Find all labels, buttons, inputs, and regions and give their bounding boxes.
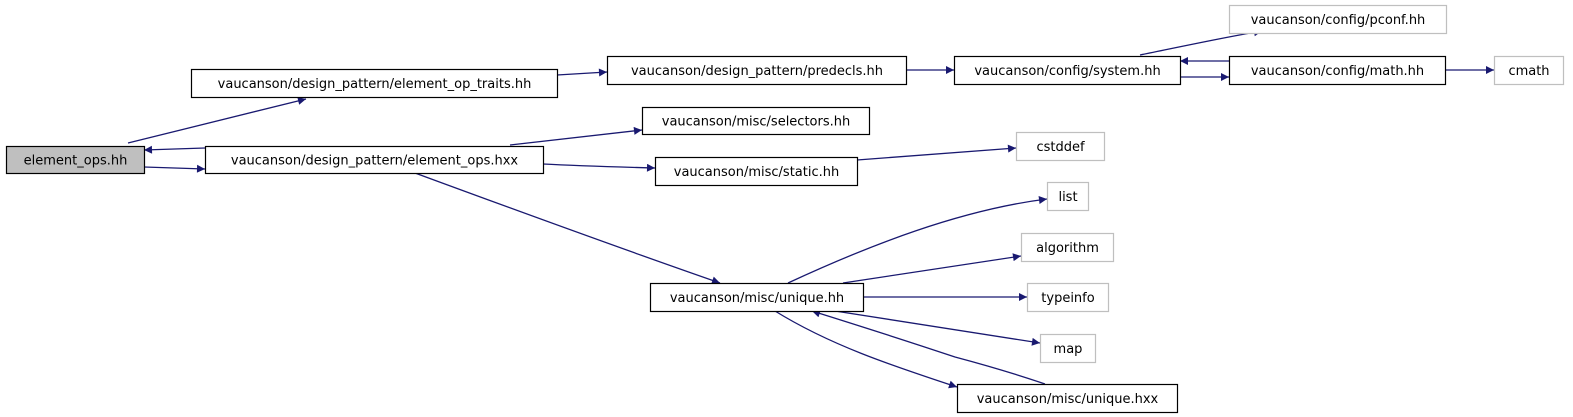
node-box: [956, 383, 1179, 414]
node-label: cstddef: [1036, 140, 1085, 155]
edge-line: [143, 145, 206, 154]
header-node[interactable]: vaucanson/misc/static.hh: [654, 156, 859, 187]
edge-line: [774, 310, 958, 389]
node-label: vaucanson/config/system.hh: [974, 64, 1160, 79]
edge-n11-n13: [842, 253, 1022, 284]
edge-n11-n15: [834, 310, 1041, 346]
node-box: [1026, 282, 1110, 313]
header-node[interactable]: vaucanson/misc/unique.hh: [649, 282, 865, 313]
node-box: [1039, 333, 1097, 364]
node-box: [649, 282, 865, 313]
node-box: [1046, 181, 1090, 212]
header-node[interactable]: vaucanson/design_pattern/predecls.hh: [606, 55, 908, 86]
header-node[interactable]: vaucanson/misc/unique.hxx: [956, 383, 1179, 414]
edge-n4-n5: [1139, 28, 1263, 56]
external-header-node: cstddef: [1015, 131, 1106, 162]
node-box: [190, 68, 559, 99]
edge-line: [811, 309, 1046, 385]
external-header-node: algorithm: [1020, 232, 1115, 263]
edge-n11-n12: [787, 196, 1048, 284]
node-box: [204, 145, 545, 175]
edge-n9-n10: [856, 144, 1017, 161]
node-box: [1493, 55, 1565, 86]
node-box: [606, 55, 908, 86]
node-box: [1015, 131, 1106, 162]
node-label: map: [1054, 342, 1083, 357]
edge-line: [834, 310, 1041, 346]
edge-n11-n16: [774, 310, 958, 389]
node-box: [1228, 55, 1447, 86]
root-node: element_ops.hh: [5, 145, 146, 175]
edge-line: [143, 164, 206, 173]
external-header-node: vaucanson/config/pconf.hh: [1228, 4, 1448, 35]
edge-n0-n2: [143, 164, 206, 173]
node-label: vaucanson/design_pattern/element_ops.hxx: [231, 154, 519, 169]
node-label: algorithm: [1036, 241, 1099, 256]
node-label: vaucanson/misc/unique.hxx: [977, 392, 1159, 407]
external-header-node: cmath: [1493, 55, 1565, 86]
node-label: vaucanson/config/math.hh: [1251, 64, 1424, 79]
header-node[interactable]: vaucanson/config/system.hh: [953, 55, 1182, 86]
edge-n2-n8: [509, 126, 643, 146]
node-label: vaucanson/misc/selectors.hh: [662, 115, 850, 130]
header-node[interactable]: vaucanson/design_pattern/element_ops.hxx: [204, 145, 545, 175]
node-label: vaucanson/design_pattern/predecls.hh: [631, 64, 883, 79]
node-label: vaucanson/misc/unique.hh: [670, 291, 844, 306]
node-box: [5, 145, 146, 175]
header-node[interactable]: vaucanson/config/math.hh: [1228, 55, 1447, 86]
edge-line: [856, 144, 1017, 161]
edge-line: [127, 97, 307, 144]
external-header-node: list: [1046, 181, 1090, 212]
edge-line: [787, 196, 1048, 284]
header-node[interactable]: vaucanson/design_pattern/element_op_trai…: [190, 68, 559, 99]
edge-line: [556, 68, 608, 77]
edge-n16-n11: [811, 309, 1046, 385]
edge-line: [1139, 28, 1263, 56]
header-node[interactable]: vaucanson/misc/selectors.hh: [641, 106, 871, 136]
edge-n2-n9: [542, 163, 656, 172]
node-box: [953, 55, 1182, 86]
node-label: element_ops.hh: [24, 154, 128, 169]
node-label: vaucanson/misc/static.hh: [674, 165, 839, 180]
edge-line: [542, 163, 656, 172]
node-label: list: [1058, 190, 1077, 205]
edge-n2-n0: [143, 145, 206, 154]
edge-line: [842, 253, 1022, 284]
node-box: [1020, 232, 1115, 263]
edge-n2-n11: [414, 172, 721, 285]
external-header-node: typeinfo: [1026, 282, 1110, 313]
edge-n0-n1: [127, 97, 307, 144]
edge-line: [414, 172, 721, 285]
node-box: [1228, 4, 1448, 35]
node-label: vaucanson/design_pattern/element_op_trai…: [218, 77, 532, 92]
node-label: cmath: [1508, 64, 1549, 79]
node-box: [641, 106, 871, 136]
external-header-node: map: [1039, 333, 1097, 364]
edge-n1-n3: [556, 68, 608, 77]
node-label: typeinfo: [1041, 291, 1094, 306]
node-box: [654, 156, 859, 187]
node-label: vaucanson/config/pconf.hh: [1251, 13, 1426, 28]
edge-line: [509, 126, 643, 146]
